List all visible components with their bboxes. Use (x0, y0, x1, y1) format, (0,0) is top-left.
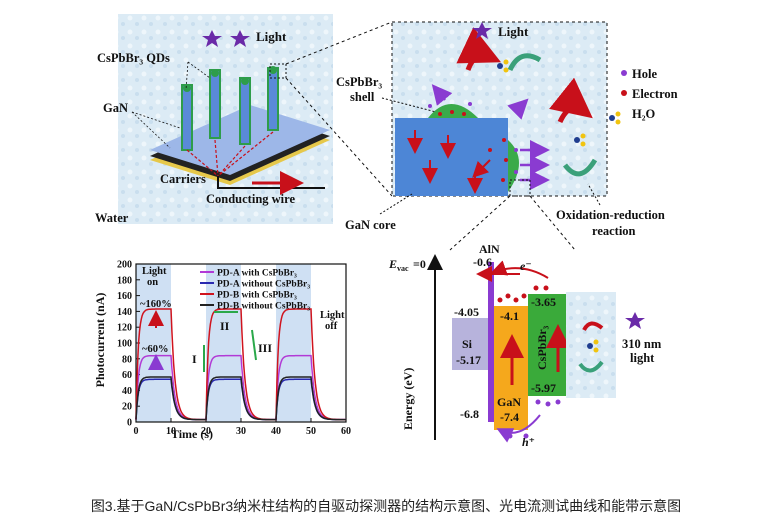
panel-b-mechanism: Light CsPbBr₃ shell GaN core Hole Electr… (336, 21, 678, 251)
panel-b-light-label: Light (498, 24, 529, 39)
panel-d-energy-bands: Energy (eV) E vac =0 -4.05 Si -5.17 AlN … (388, 242, 662, 449)
electron-legend-dot (621, 90, 627, 96)
chart-xlabel: Time (s) (171, 427, 213, 441)
cspbbr-band-label: CsPbBr₃ (535, 325, 549, 370)
series-line (135, 354, 346, 421)
photocurrent-chart: 0 10 20 30 40 50 60 0 20 40 60 80 100 120 140 160 180 200… (117, 260, 351, 438)
light-on-region (136, 264, 171, 422)
redox-label-2: reaction (592, 224, 636, 238)
light-on-label-2: on (147, 277, 158, 288)
stage-1-label: I (192, 352, 197, 366)
pct-160-label: ~160% (140, 299, 172, 310)
x-tick-label: 20 (201, 426, 211, 437)
core-label: GaN core (345, 218, 396, 232)
hole-legend-dot (621, 70, 627, 76)
evac-sub: vac (397, 264, 409, 273)
aln-band (488, 262, 494, 422)
x-tick-label: 10 (166, 426, 176, 437)
stage-2-label: II (220, 319, 230, 333)
light-star-icon (472, 22, 492, 39)
si-bottom-value: -5.17 (456, 353, 481, 367)
si-top-value: -4.05 (454, 305, 479, 319)
cspbbr-top-value: -3.65 (531, 295, 556, 309)
evac-eq: =0 (413, 257, 426, 271)
stage-3-arrow (251, 329, 257, 361)
series-line (135, 376, 346, 421)
hole-band-label: h⁺ (522, 435, 535, 449)
y-tick-label: 80 (122, 354, 132, 365)
legend-entry: PD-B with CsPbBr₃ (217, 291, 297, 301)
light-word: light (630, 351, 655, 365)
y-tick-label: 0 (127, 418, 132, 429)
cspbbr-bottom-value: -5.97 (531, 381, 556, 395)
x-tick-label: 30 (236, 426, 246, 437)
pct-60-label: ~60% (142, 344, 168, 355)
electron-label: Electron (632, 87, 678, 101)
x-tick-label: 40 (271, 426, 281, 437)
si-band (452, 318, 488, 370)
y-tick-label: 60 (122, 370, 132, 381)
x-tick-label: 0 (134, 426, 139, 437)
gan-core (395, 118, 508, 196)
y-tick-label: 40 (122, 386, 132, 397)
y-tick-label: 120 (117, 323, 132, 334)
light-star-icon (625, 312, 645, 329)
qds-label: CsPbBr₃ QDs (97, 51, 170, 65)
evac-label: E (388, 257, 397, 271)
y-tick-label: 180 (117, 275, 132, 286)
light-on-region (206, 264, 241, 422)
stage-3-label: III (258, 341, 272, 355)
gan-label: GaN (103, 101, 128, 115)
y-tick-label: 200 (117, 260, 132, 271)
chart-ylabel: Photocurrent (nA) (93, 293, 107, 388)
aln-top-value: -0.6 (473, 255, 492, 269)
y-tick-label: 20 (122, 402, 132, 413)
redox-label: Oxidation-reduction (556, 208, 665, 222)
wire-label: Conducting wire (206, 192, 295, 206)
y-tick-label: 100 (117, 339, 132, 350)
gan-band-label: GaN (497, 395, 521, 409)
shell-label-2: shell (350, 90, 375, 104)
shell-label: CsPbBr₃ (336, 75, 382, 89)
y-tick-label: 140 (117, 307, 132, 318)
figure-caption: 图3.基于GaN/CsPbBr3纳米柱结构的自驱动探测器的结构示意图、光电流测试… (90, 498, 682, 514)
aln-bottom-value: -6.8 (460, 407, 479, 421)
light-star-icon (202, 30, 250, 47)
gan-bottom-value: -7.4 (500, 410, 519, 424)
light-wavelength: 310 nm (622, 337, 662, 351)
panel-a-light-label: Light (256, 29, 287, 44)
legend-entry: PD-A with CsPbBr₃ (217, 269, 297, 279)
light-off-label-2: off (325, 321, 338, 332)
light-off-label: Light (320, 310, 345, 321)
y-tick-label: 160 (117, 291, 132, 302)
gan-top-value: -4.1 (500, 309, 519, 323)
legend-entry: PD-B without CsPbBr₃ (217, 302, 310, 312)
light-on-region (276, 264, 311, 422)
carriers-label: Carriers (160, 172, 206, 186)
h2o-label: H₂O (632, 107, 655, 121)
hole-label: Hole (632, 67, 657, 81)
water-molecule-icon (497, 59, 621, 147)
legend-entry: PD-A without CsPbBr₃ (217, 280, 310, 290)
aln-label: AlN (479, 242, 500, 256)
series-line (135, 308, 346, 421)
energy-axis-label: Energy (eV) (401, 368, 415, 430)
water-label: Water (95, 211, 129, 225)
electron-band-label: e⁻ (520, 259, 532, 273)
panel-a-structure: Light CsPbBr₃ QDs GaN Carriers Conductin… (95, 14, 393, 225)
si-label: Si (462, 337, 473, 351)
x-tick-label: 50 (306, 426, 316, 437)
x-tick-label: 60 (341, 426, 351, 437)
light-on-label: Light (142, 266, 167, 277)
